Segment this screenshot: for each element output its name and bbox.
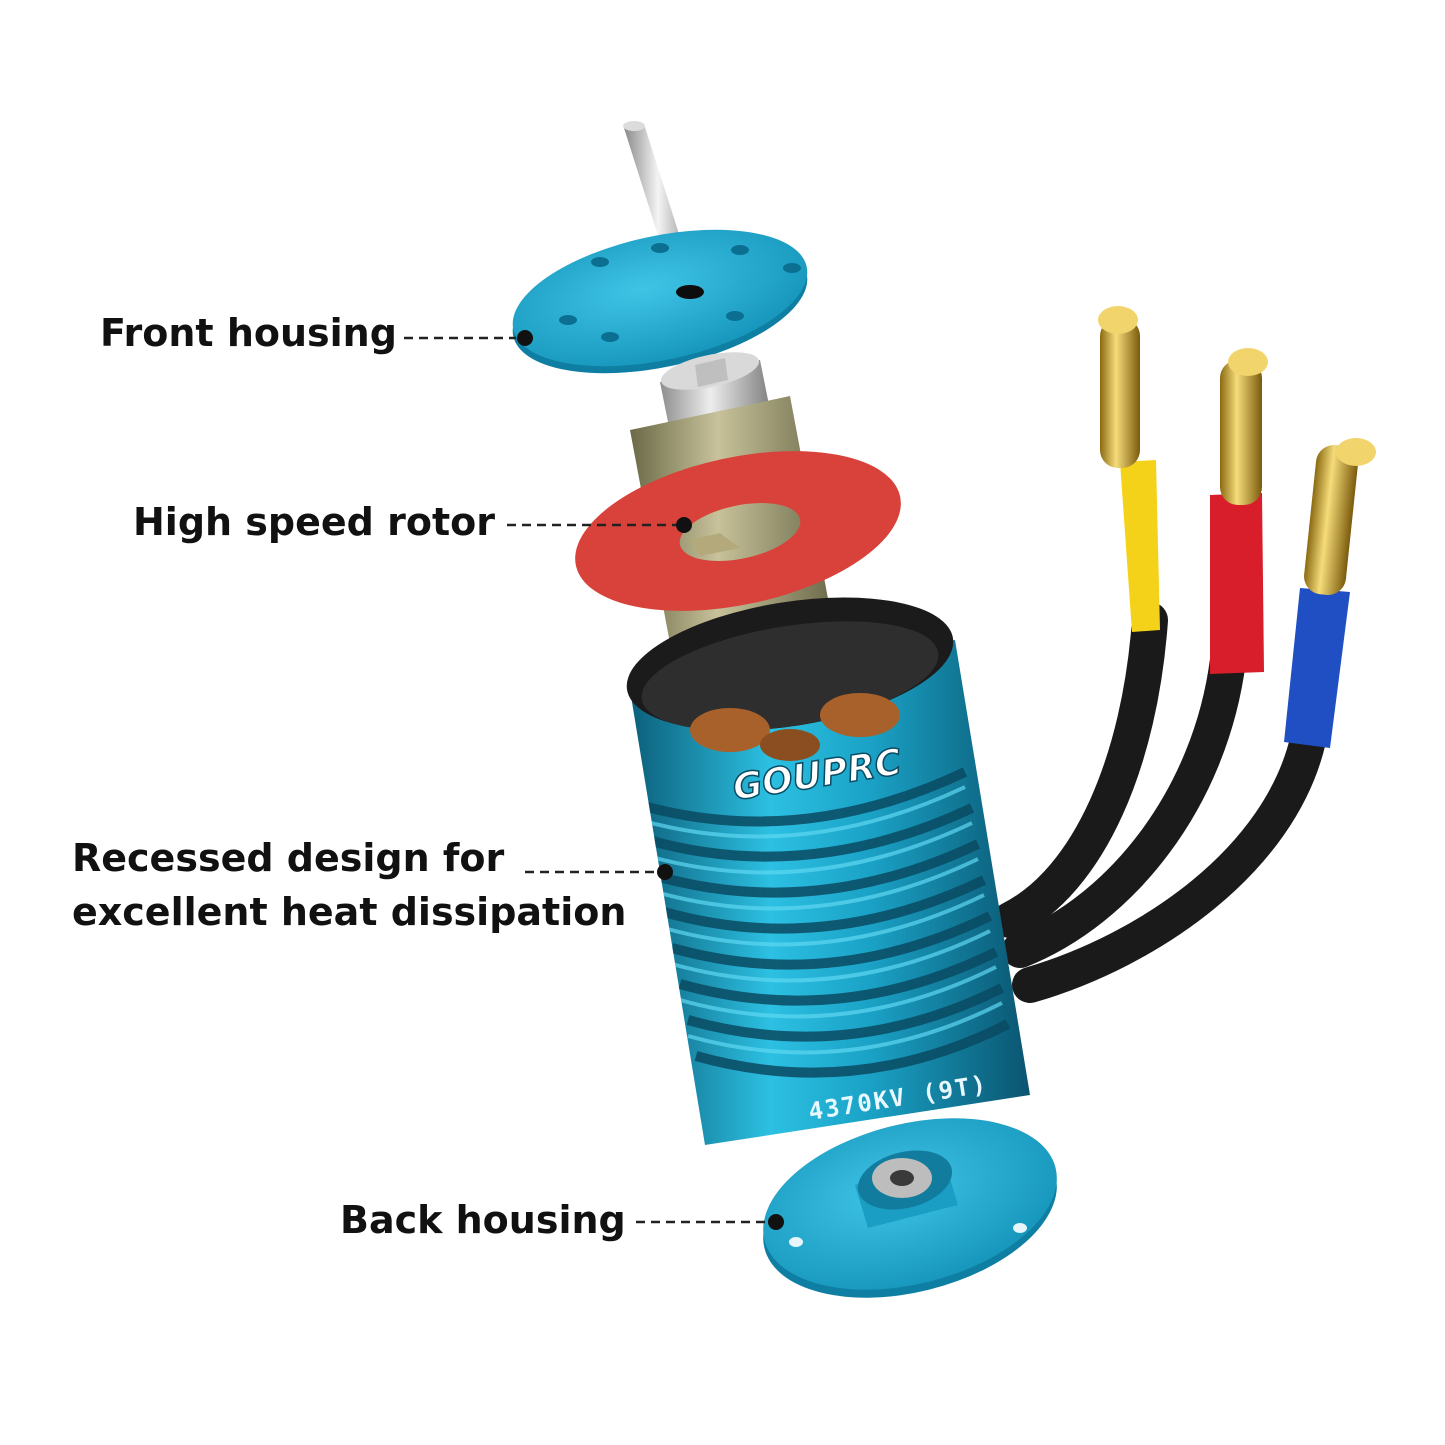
fiber-washer: [575, 451, 901, 611]
dot-rotor: [676, 517, 692, 533]
motor-can: [626, 597, 1030, 1145]
label-high-speed-rotor: High speed rotor: [133, 500, 495, 544]
phase-wires: [992, 306, 1376, 1003]
label-back-housing: Back housing: [340, 1198, 626, 1242]
label-recessed-line1: Recessed design for: [72, 836, 505, 880]
bullet-connector-yellow: [1098, 306, 1140, 468]
label-recessed-line2: excellent heat dissipation: [72, 890, 627, 934]
label-front-housing: Front housing: [100, 311, 397, 355]
sleeve-red: [1210, 493, 1264, 674]
bullet-connector-blue: [1304, 438, 1376, 596]
cable-red: [1002, 642, 1246, 968]
dot-recessed: [657, 864, 673, 880]
front-housing-disc: [512, 229, 808, 374]
cable-yellow: [992, 602, 1168, 938]
cooling-fins: [638, 767, 1011, 1078]
dot-back-housing: [768, 1214, 784, 1230]
sleeve-blue: [1284, 588, 1350, 748]
bullet-connector-red: [1220, 348, 1268, 505]
cable-blue: [1012, 722, 1326, 1003]
sleeve-yellow: [1120, 460, 1160, 632]
stator-windings: [690, 693, 900, 761]
label-recessed-design: Recessed design for excellent heat dissi…: [72, 831, 626, 939]
dot-front-housing: [517, 330, 533, 346]
